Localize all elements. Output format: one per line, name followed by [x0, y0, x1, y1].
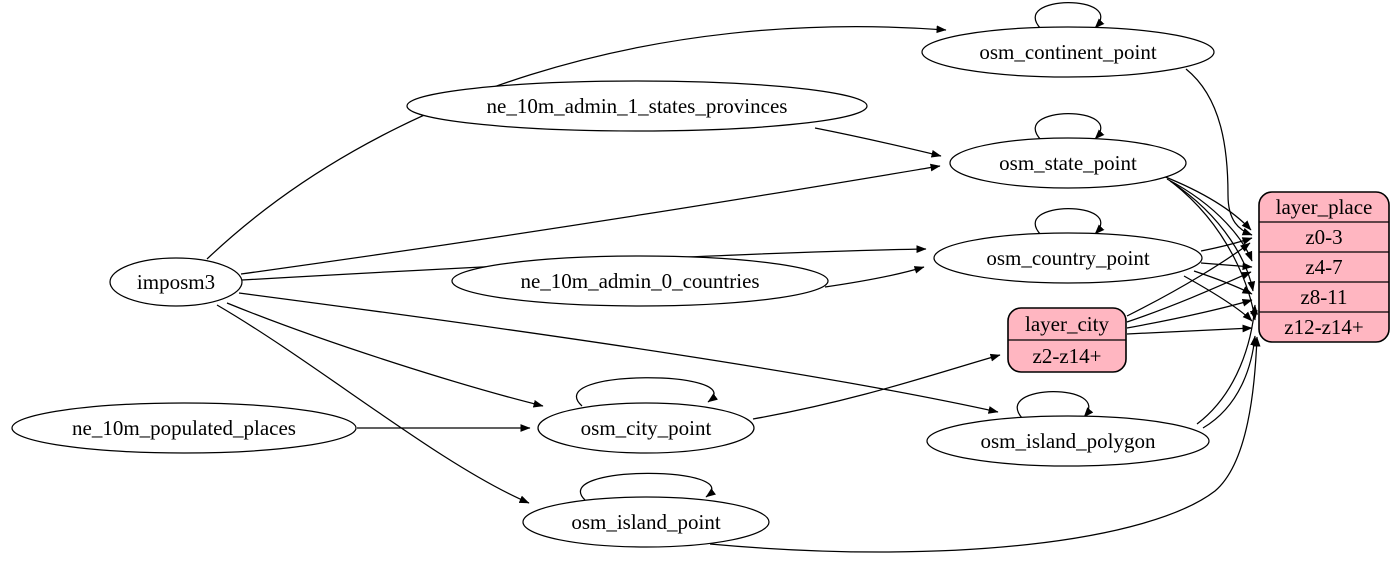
ne_10m_admin_1_states_provinces-label: ne_10m_admin_1_states_provinces	[487, 94, 788, 118]
ne_10m_populated_places-label: ne_10m_populated_places	[72, 416, 296, 440]
osm_continent_point-label: osm_continent_point	[979, 40, 1156, 64]
selfloop-osm_city_point	[576, 377, 718, 407]
edge-layer_city-z12-z14	[1126, 324, 1253, 335]
layer_city-row-z2-z14: z2-z14+	[1033, 344, 1102, 368]
imposm3-label: imposm3	[137, 270, 215, 294]
edge-layer_city-z0-3	[1126, 242, 1251, 317]
node-osm_country_point: osm_country_point	[933, 232, 1203, 284]
ne_10m_admin_0_countries-label: ne_10m_admin_0_countries	[520, 269, 759, 293]
edges	[206, 2, 1261, 553]
ne_10m_admin_0_countries-shape	[451, 255, 829, 307]
edge-imposm3-osm_continent_point	[206, 25, 947, 260]
edge-osm_country_point-z0-3	[1200, 237, 1253, 252]
osm_state_point-shape	[949, 137, 1187, 189]
node-ne_10m_populated_places: ne_10m_populated_places	[11, 402, 357, 454]
node-ne_10m_admin_1_states_provinces: ne_10m_admin_1_states_provinces	[406, 80, 868, 132]
selfloop-osm_continent_point	[1034, 2, 1105, 30]
edge-ne_10m_admin_1_states_provinces-osm_state_point	[814, 127, 942, 158]
osm_city_point-label: osm_city_point	[581, 416, 712, 440]
node-osm_continent_point: osm_continent_point	[921, 26, 1215, 78]
node-osm_city_point: osm_city_point	[537, 402, 755, 454]
osm_state_point-label: osm_state_point	[999, 151, 1137, 175]
node-imposm3: imposm3	[109, 257, 243, 307]
ne_10m_admin_1_states_provinces-shape	[406, 80, 868, 132]
selfloop-osm_country_point	[1034, 208, 1105, 236]
osm_country_point-label: osm_country_point	[986, 246, 1149, 270]
node-layer_place: layer_place z0-3 z4-7 z8-11 z12-z14+	[1258, 191, 1390, 343]
osm_island_polygon-label: osm_island_polygon	[980, 429, 1156, 453]
imposm3-shape	[109, 257, 243, 307]
ne_10m_populated_places-shape	[11, 402, 357, 454]
edge-imposm3-osm_city_point	[226, 302, 544, 408]
node-osm_island_point: osm_island_point	[522, 496, 770, 548]
node-osm_state_point: osm_state_point	[949, 137, 1187, 189]
edge-osm_state_point-z8-11	[1169, 180, 1256, 292]
edge-layer_city-z4-7	[1126, 271, 1252, 323]
edge-osm_state_point-z4-7	[1166, 178, 1253, 262]
layer_place-shape	[1258, 191, 1390, 343]
edge-imposm3-osm_island_point	[216, 304, 530, 504]
edge-imposm3-osm_island_polygon	[238, 292, 999, 414]
edge-osm_continent_point-z0-3	[1185, 68, 1253, 236]
edge-ne_10m_admin_0_countries-osm_country_point	[824, 266, 925, 288]
edge-osm_country_point-z12-z14	[1183, 275, 1253, 322]
osm_island_point-label: osm_island_point	[571, 510, 721, 534]
edge-osm_city_point-layer_city	[752, 353, 1001, 420]
edge-osm_country_point-z8-11	[1193, 270, 1253, 295]
node-osm_island_polygon: osm_island_polygon	[926, 415, 1210, 467]
edge-osm_country_point-z4-7	[1200, 262, 1253, 271]
osm_island_polygon-shape	[926, 415, 1210, 467]
node-layer_city: layer_city z2-z14+	[1007, 307, 1127, 373]
layer_place-row-z0-3: z0-3	[1305, 225, 1342, 249]
layer_place-row-z4-7: z4-7	[1305, 255, 1342, 279]
selfloop-osm_island_point	[580, 472, 716, 501]
layer_place-row-z12-z14: z12-z14+	[1284, 315, 1363, 339]
osm_country_point-shape	[933, 232, 1203, 284]
edge-osm_island_polygon-z8-11	[1196, 304, 1259, 425]
layer_city-title: layer_city	[1025, 312, 1109, 336]
edge-layer_city-z8-11	[1126, 298, 1253, 329]
selfloop-osm_state_point	[1034, 113, 1105, 141]
edge-osm_state_point-z0-3	[1162, 175, 1252, 231]
osm_city_point-shape	[537, 402, 755, 454]
selfloop-osm_island_polygon	[1016, 391, 1094, 419]
layer_place-row-z8-11: z8-11	[1300, 285, 1347, 309]
osm_continent_point-shape	[921, 26, 1215, 78]
edge-imposm3-osm_state_point	[240, 163, 941, 275]
edge-osm_island_polygon-z12-z14	[1202, 335, 1258, 429]
node-ne_10m_admin_0_countries: ne_10m_admin_0_countries	[451, 255, 829, 307]
layer_place-title: layer_place	[1276, 195, 1373, 219]
osm_island_point-shape	[522, 496, 770, 548]
edge-osm_island_point-z12-z14	[709, 336, 1261, 553]
